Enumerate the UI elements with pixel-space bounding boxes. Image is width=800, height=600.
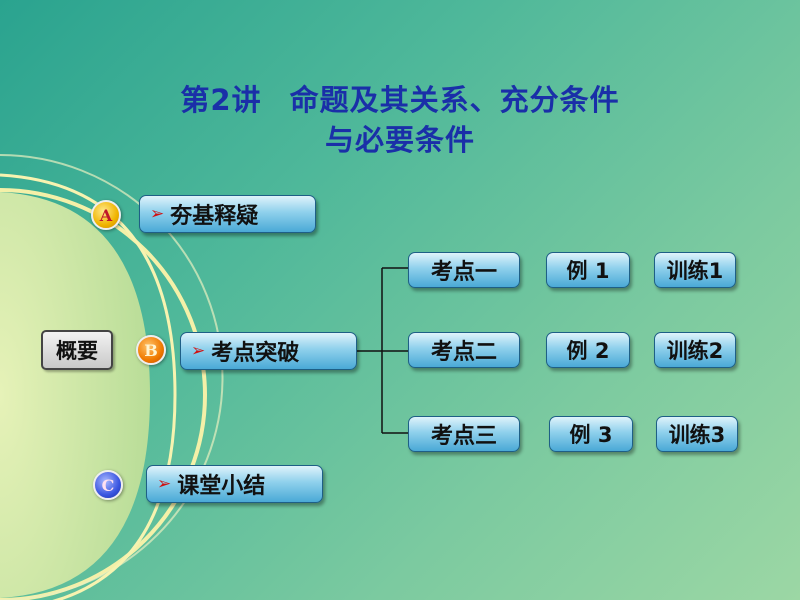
example-1-button[interactable]: 例 1 [546,252,630,288]
topic-2-button[interactable]: 考点二 [408,332,520,368]
page-title: 第2讲命题及其关系、充分条件 与必要条件 [120,80,680,160]
topic-1-button[interactable]: 考点一 [408,252,520,288]
section-label: 考点突破 [211,341,300,366]
title-main: 命题及其关系、充分条件 [289,83,620,117]
badge-c-icon: C [93,470,123,500]
practice-2-button[interactable]: 训练2 [654,332,736,368]
section-button-breakthrough[interactable]: ➢ 考点突破 [180,332,357,370]
arrow-icon: ➢ [157,474,172,494]
lecture-number: 第2讲 [180,83,262,117]
example-3-button[interactable]: 例 3 [549,416,633,452]
section-button-summary[interactable]: ➢ 课堂小结 [146,465,323,503]
badge-b-icon: B [136,335,166,365]
arrow-icon: ➢ [191,341,206,361]
arrow-icon: ➢ [150,204,165,224]
badge-a-icon: A [91,200,121,230]
topic-3-button[interactable]: 考点三 [408,416,520,452]
practice-3-button[interactable]: 训练3 [656,416,738,452]
example-2-button[interactable]: 例 2 [546,332,630,368]
inner-arc [0,173,177,600]
practice-1-button[interactable]: 训练1 [654,252,736,288]
outer-arc-2 [0,154,224,600]
section-label: 课堂小结 [177,474,266,499]
section-label: 夯基释疑 [170,204,259,229]
overview-button[interactable]: 概要 [41,330,113,370]
section-button-foundation[interactable]: ➢ 夯基释疑 [139,195,316,233]
title-line2: 与必要条件 [324,123,475,157]
